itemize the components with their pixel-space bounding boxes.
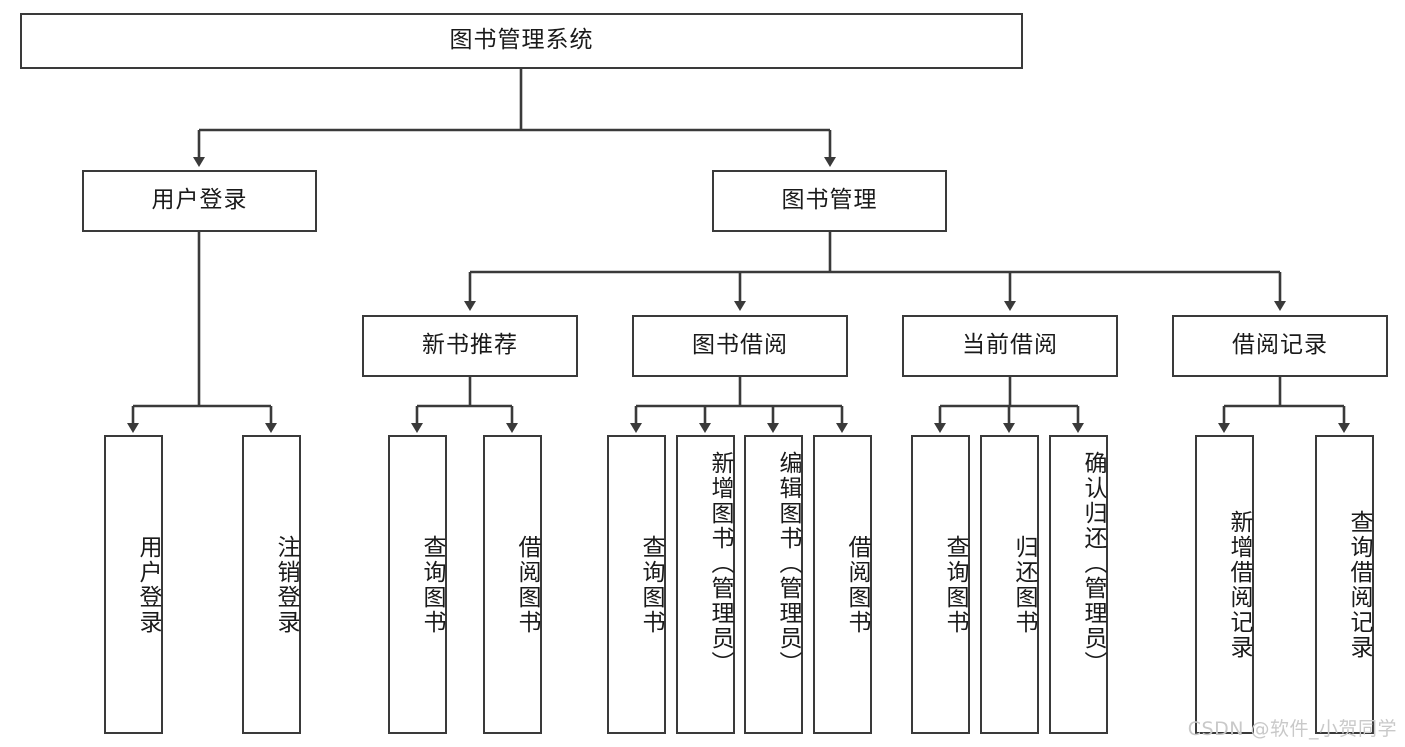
node-borrow-record[interactable]: 借阅记录 [1172,315,1388,377]
node-root[interactable]: 图书管理系统 [20,13,1023,69]
leaf-confirm-return[interactable]: 确认归还（管理员） [1049,435,1108,734]
leaf-add-book[interactable]: 新增图书（管理员） [676,435,735,734]
node-new-book-recommend[interactable]: 新书推荐 [362,315,578,377]
leaf-query-book-b[interactable]: 查询图书 [607,435,666,734]
leaf-query-book-c[interactable]: 查询图书 [911,435,970,734]
node-book-manage[interactable]: 图书管理 [712,170,947,232]
leaf-edit-book[interactable]: 编辑图书（管理员） [744,435,803,734]
node-user-login[interactable]: 用户登录 [82,170,317,232]
leaf-user-login[interactable]: 用户登录 [104,435,163,734]
leaf-add-borrow-record[interactable]: 新增借阅记录 [1195,435,1254,734]
node-current-borrow[interactable]: 当前借阅 [902,315,1118,377]
leaf-query-book-a[interactable]: 查询图书 [388,435,447,734]
leaf-borrow-book-a[interactable]: 借阅图书 [483,435,542,734]
csdn-watermark: CSDN @软件_小贺同学 [1187,718,1397,740]
leaf-borrow-book-b[interactable]: 借阅图书 [813,435,872,734]
leaf-return-book[interactable]: 归还图书 [980,435,1039,734]
leaf-logout[interactable]: 注销登录 [242,435,301,734]
node-book-borrow[interactable]: 图书借阅 [632,315,848,377]
leaf-query-borrow-record[interactable]: 查询借阅记录 [1315,435,1374,734]
